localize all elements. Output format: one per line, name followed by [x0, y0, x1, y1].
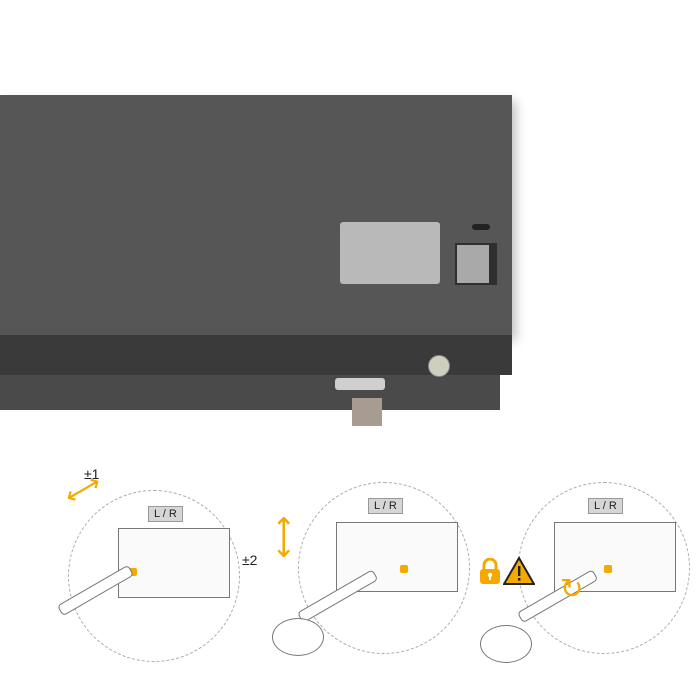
warning-triangle-icon: [502, 555, 536, 586]
step-1-side-label: L / R: [148, 506, 183, 522]
step-2-handle: [272, 618, 324, 656]
screw-icon: [428, 355, 450, 377]
double-arrow-vertical-icon: ⟷: [267, 515, 301, 559]
step-3-side-label: L / R: [588, 498, 623, 514]
drawer-lower-edge: [0, 335, 512, 375]
indicator-slot: [472, 224, 490, 230]
drawer-rail: [0, 375, 500, 410]
rail-clip: [335, 378, 385, 390]
adjustment-mechanism: [340, 222, 440, 284]
step-1-board: [118, 528, 230, 598]
step-1-adjust-screw: [129, 568, 137, 576]
latch-insert: [457, 245, 489, 283]
padlock-icon: [479, 557, 501, 584]
drawer-panel: [0, 95, 512, 335]
step-2-side-label: L / R: [368, 498, 403, 514]
step-1-adjust-label: ±1: [84, 466, 100, 482]
mounting-clip: [352, 398, 382, 426]
step-3-handle: [480, 625, 532, 663]
step-3-adjust-screw: [604, 565, 612, 573]
step-2-adjust-screw: [400, 565, 408, 573]
rotate-arrow-icon: ↻: [560, 573, 584, 604]
step-2-adjust-label: ±2: [242, 552, 258, 568]
